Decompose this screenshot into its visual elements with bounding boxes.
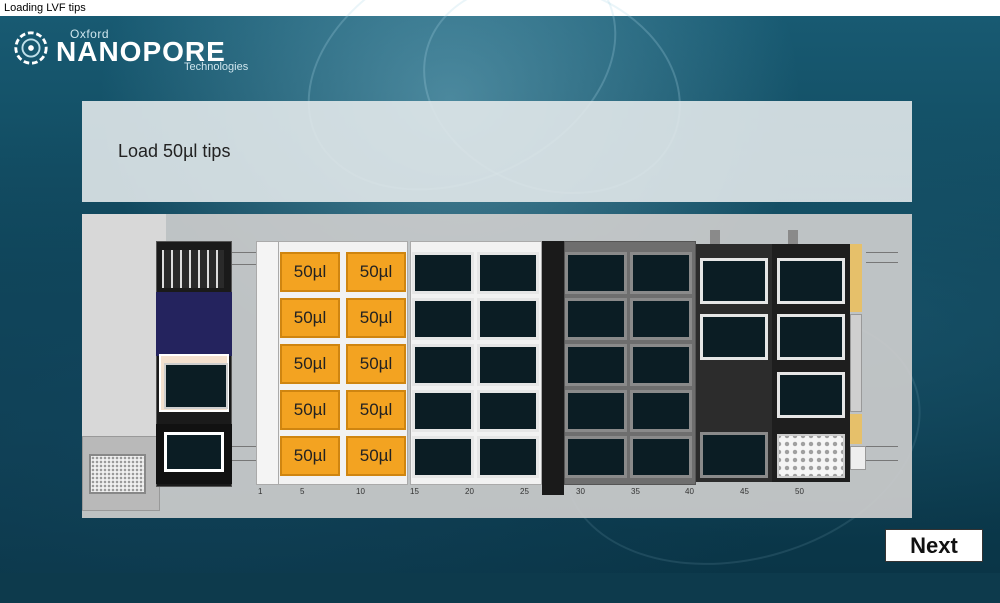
carrier-clip bbox=[788, 230, 798, 244]
tip-rack-4: 50µl bbox=[346, 298, 406, 338]
plate-slot-a-6 bbox=[477, 344, 539, 386]
heater-plate bbox=[164, 363, 228, 409]
instruction-text: Load 50µl tips bbox=[118, 141, 231, 161]
label-strip bbox=[850, 244, 862, 312]
rail-line bbox=[232, 264, 256, 265]
rail-number: 20 bbox=[465, 487, 474, 496]
tip-rack-9: 50µl bbox=[280, 436, 340, 476]
rail-line bbox=[866, 460, 898, 461]
plate-slot-b-6 bbox=[630, 344, 692, 386]
plate-slot-c-3 bbox=[700, 314, 768, 360]
nanopore-logo: Oxford NANOPORE Technologies bbox=[12, 27, 262, 73]
tip-rack-1: 50µl bbox=[280, 252, 340, 292]
instruction-panel: Load 50µl tips bbox=[82, 101, 912, 202]
rail-number: 15 bbox=[410, 487, 419, 496]
reservoir-blue bbox=[156, 292, 232, 356]
side-rail bbox=[850, 314, 862, 412]
plate-slot-a-8 bbox=[477, 390, 539, 432]
plate-slot-a-10 bbox=[477, 436, 539, 478]
tip-rack-3: 50µl bbox=[280, 298, 340, 338]
rail-number: 35 bbox=[631, 487, 640, 496]
rail-number: 30 bbox=[576, 487, 585, 496]
trough-carrier bbox=[542, 241, 564, 495]
plate-slot-a-4 bbox=[477, 298, 539, 340]
plate-slot-a-1 bbox=[412, 252, 474, 294]
rail-number: 25 bbox=[520, 487, 529, 496]
plate-slot-b-2 bbox=[630, 252, 692, 294]
next-button[interactable]: Next bbox=[885, 529, 983, 562]
plate-slot-b-5 bbox=[565, 344, 627, 386]
window-title-bar: Loading LVF tips bbox=[0, 0, 1000, 16]
tip-rack-10: 50µl bbox=[346, 436, 406, 476]
logo-name: NANOPORE bbox=[56, 36, 226, 67]
rail-line bbox=[232, 252, 256, 253]
plate-slot-b-4 bbox=[630, 298, 692, 340]
deck-left-area bbox=[82, 214, 166, 436]
tip-rack-7: 50µl bbox=[280, 390, 340, 430]
microplate-icon bbox=[89, 454, 146, 494]
rail-strip bbox=[256, 241, 280, 485]
rail-line bbox=[866, 262, 898, 263]
plate-slot-b-10 bbox=[630, 436, 692, 478]
logo-technologies: Technologies bbox=[184, 61, 249, 73]
tip-rack-8: 50µl bbox=[346, 390, 406, 430]
plate-slot-b-1 bbox=[565, 252, 627, 294]
plate-slot-b-8 bbox=[630, 390, 692, 432]
plate-slot-c-2 bbox=[777, 258, 845, 304]
plate-slot-a-3 bbox=[412, 298, 474, 340]
rail-line bbox=[866, 446, 898, 447]
carrier-clip bbox=[710, 230, 720, 244]
rail-number: 40 bbox=[685, 487, 694, 496]
side-block bbox=[850, 446, 866, 470]
rail-number: 10 bbox=[356, 487, 365, 496]
plate-slot-a-9 bbox=[412, 436, 474, 478]
plate-slot-c-4 bbox=[777, 314, 845, 360]
rail-number: 1 bbox=[258, 487, 263, 496]
plate-slot-b-9 bbox=[565, 436, 627, 478]
rail-line bbox=[232, 446, 256, 447]
plate-slot-a-2 bbox=[477, 252, 539, 294]
tip-rack-6: 50µl bbox=[346, 344, 406, 384]
plate-slot-c-extra-1 bbox=[777, 372, 845, 418]
plate-slot-b-7 bbox=[565, 390, 627, 432]
plate-slot-c-1 bbox=[700, 258, 768, 304]
window-title: Loading LVF tips bbox=[4, 2, 86, 14]
plate-96-icon bbox=[777, 434, 845, 478]
nanopore-logo-icon bbox=[14, 31, 48, 65]
logo-oxford: Oxford bbox=[70, 27, 110, 41]
rail-line bbox=[866, 252, 898, 253]
rail-number: 50 bbox=[795, 487, 804, 496]
magnet-plate bbox=[164, 432, 224, 472]
plate-slot-c-low-1 bbox=[700, 432, 768, 478]
tip-rack-5: 50µl bbox=[280, 344, 340, 384]
tube-rack bbox=[162, 250, 224, 288]
rail-line bbox=[232, 460, 256, 461]
tip-rack-2: 50µl bbox=[346, 252, 406, 292]
label-strip bbox=[850, 414, 862, 444]
plate-slot-a-5 bbox=[412, 344, 474, 386]
rail-number: 45 bbox=[740, 487, 749, 496]
plate-slot-b-3 bbox=[565, 298, 627, 340]
rail-number: 5 bbox=[300, 487, 305, 496]
plate-slot-a-7 bbox=[412, 390, 474, 432]
